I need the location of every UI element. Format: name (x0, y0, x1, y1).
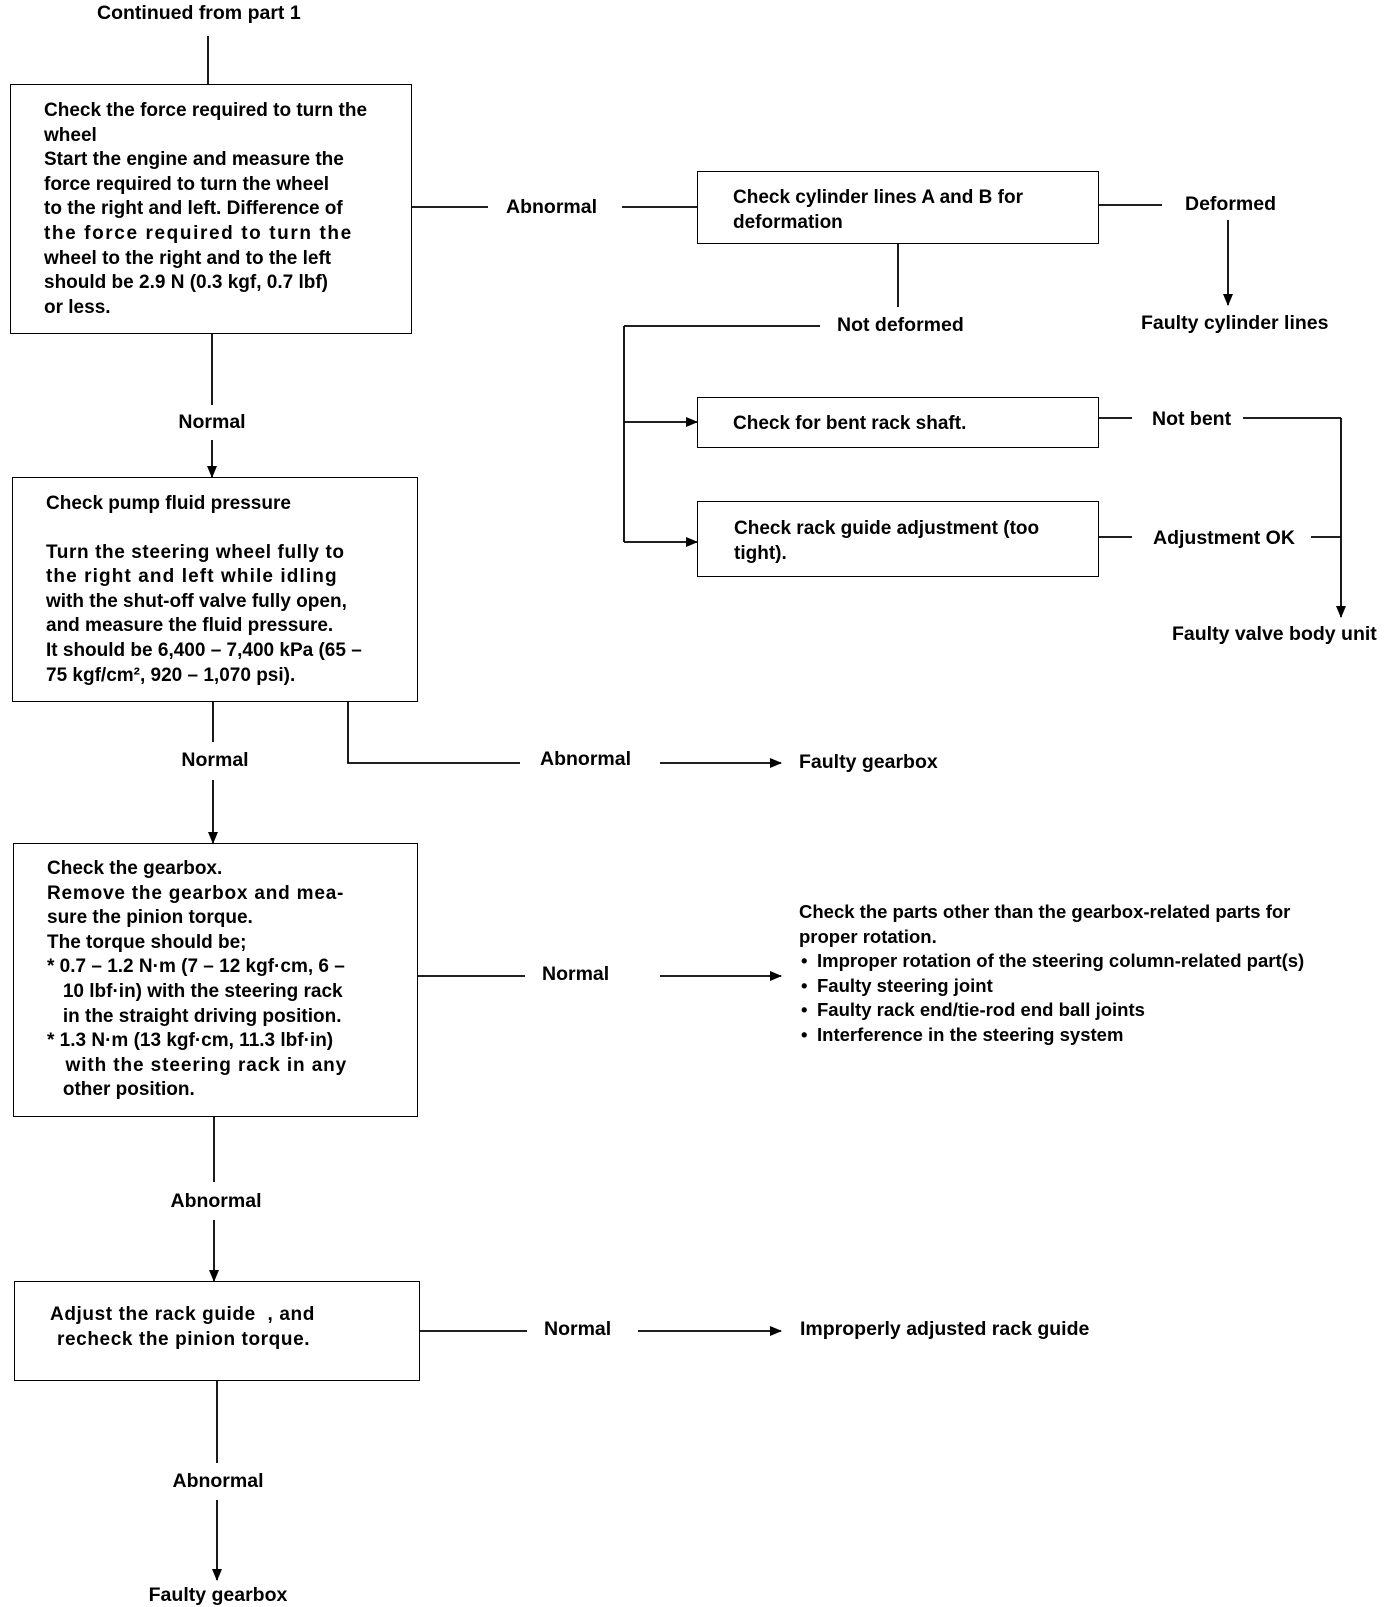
check-guide-box (697, 501, 1099, 577)
check-force-text: Check the force required to turn the whe… (44, 99, 382, 320)
label-abnormal-gearbox: Abnormal (170, 1190, 262, 1212)
adjust-rack-guide-text: Adjust the rack guide , and recheck the … (50, 1303, 390, 1352)
check-bent-box (697, 397, 1099, 448)
check-gearbox-line: Check the gearbox. (47, 858, 223, 879)
check-force-line: should be 2.9 N (0.3 kgf, 0.7 lbf) (44, 272, 328, 294)
other-parts-item: Faulty rack end/tie-rod end ball joints (799, 998, 1379, 1023)
check-pump-line: and measure the fluid pressure. (46, 615, 334, 637)
label-not-bent: Not bent (1152, 408, 1232, 430)
label-normal-pump: Normal (181, 749, 249, 771)
adjust-rack-guide-line: recheck the pinion torque. (57, 1328, 311, 1350)
check-force-box (10, 84, 412, 334)
result-improperly-adjusted-rack-guide: Improperly adjusted rack guide (800, 1318, 1090, 1340)
label-abnormal-pump: Abnormal (540, 748, 632, 770)
check-pump-line: Turn the steering wheel fully to (46, 541, 345, 563)
other-parts-check: Check the parts other than the gearbox-r… (799, 900, 1379, 1048)
label-normal-force: Normal (178, 411, 246, 433)
check-cylinder-text: Check cylinder lines A and B for deforma… (733, 187, 1024, 233)
check-gearbox-box (13, 843, 418, 1117)
other-parts-intro: Check the parts other than the gearbox-r… (799, 901, 1291, 922)
check-bent-text: Check for bent rack shaft. (733, 413, 967, 434)
check-gearbox-line: Remove the gearbox and mea- (47, 882, 345, 904)
result-faulty-cylinder-lines: Faulty cylinder lines (1141, 312, 1329, 334)
check-pump-line: with the shut-off valve fully open, (46, 590, 347, 612)
continued-label: Continued from part 1 (97, 2, 301, 24)
check-force-line: wheel to the right and to the left (44, 247, 332, 269)
check-pump-text: Check pump fluid pressure Turn the steer… (46, 492, 386, 688)
result-faulty-gearbox-pump: Faulty gearbox (799, 751, 938, 773)
check-gearbox-line: other position. (47, 1079, 195, 1101)
label-deformed: Deformed (1185, 193, 1277, 215)
check-force-line: force required to turn the wheel (44, 173, 330, 195)
label-not-deformed: Not deformed (837, 314, 964, 336)
check-pump-title: Check pump fluid pressure (46, 493, 291, 514)
check-pump-line: the right and left while idling (46, 566, 338, 588)
check-pump-line: It should be 6,400 – 7,400 kPa (65 – (46, 639, 362, 661)
label-normal-gearbox: Normal (542, 963, 610, 985)
check-gearbox-line: in the straight driving position. (47, 1005, 342, 1027)
check-gearbox-text: Check the gearbox. Remove the gearbox an… (47, 857, 397, 1103)
check-force-title: Check the force required to turn the whe… (44, 100, 368, 146)
result-faulty-valve-body-unit: Faulty valve body unit (1172, 623, 1377, 645)
other-parts-intro: proper rotation. (799, 925, 937, 947)
check-force-line: Start the engine and measure the (44, 149, 344, 171)
label-adjustment-ok: Adjustment OK (1153, 527, 1295, 549)
check-gearbox-line: 10 lbf·in) with the steering rack (47, 980, 343, 1002)
check-pump-box (12, 477, 418, 702)
connector-pump-abnormal (347, 702, 520, 764)
check-force-line: the force required to turn the (44, 222, 353, 244)
check-gearbox-line: * 1.3 N·m (13 kgf·cm, 11.3 lbf·in) (47, 1030, 334, 1052)
check-gearbox-line: with the steering rack in any (47, 1054, 348, 1076)
result-faulty-gearbox-final: Faulty gearbox (148, 1584, 288, 1606)
check-gearbox-line: * 0.7 – 1.2 N·m (7 – 12 kgf·cm, 6 – (47, 956, 345, 978)
adjust-rack-guide-box (14, 1281, 420, 1381)
label-abnormal-force: Abnormal (506, 196, 598, 218)
check-cylinder-box (697, 171, 1099, 244)
other-parts-item: Interference in the steering system (799, 1023, 1379, 1048)
other-parts-item: Improper rotation of the steering column… (799, 949, 1379, 974)
check-gearbox-line: The torque should be; (47, 931, 247, 953)
check-guide-text: Check rack guide adjustment (too tight). (734, 518, 1040, 564)
check-pump-line: 75 kgf/cm², 920 – 1,070 psi). (46, 664, 296, 686)
check-force-line: to the right and left. Difference of (44, 198, 343, 220)
check-gearbox-line: sure the pinion torque. (47, 907, 253, 929)
adjust-rack-guide-line: Adjust the rack guide , and (50, 1304, 315, 1325)
label-normal-adjust: Normal (544, 1318, 612, 1340)
label-abnormal-adjust: Abnormal (172, 1470, 264, 1492)
other-parts-item: Faulty steering joint (799, 974, 1379, 999)
check-force-line: or less. (44, 296, 111, 318)
other-parts-list: Improper rotation of the steering column… (799, 949, 1379, 1047)
